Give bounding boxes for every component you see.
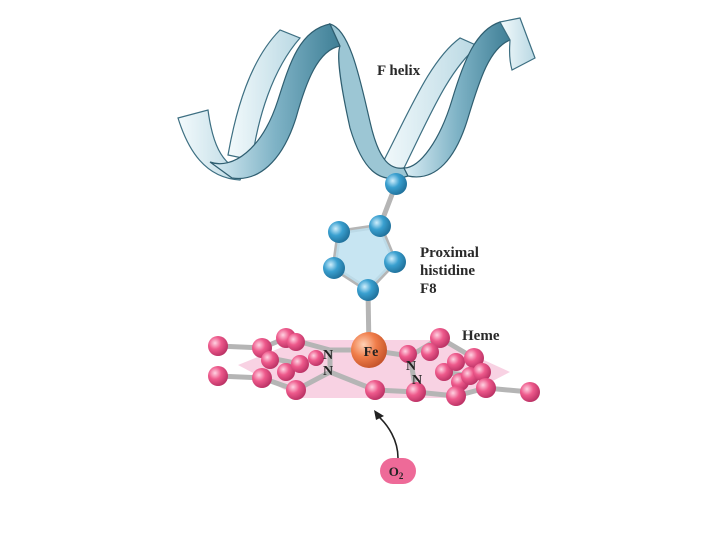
o2-molecule: O2: [380, 458, 416, 484]
nitrogen-label-3: N: [406, 359, 416, 374]
nitrogen-label-2: N: [323, 364, 333, 379]
histidine-ring: [334, 226, 395, 290]
histidine-label-line2: histidine: [420, 263, 476, 279]
proximal-histidine-label: Proximal histidine F8: [420, 244, 479, 298]
helix-right-tail: [499, 17, 536, 71]
iron-label: Fe: [364, 345, 379, 360]
iron-atom: Fe: [351, 332, 387, 368]
heme-label: Heme: [462, 328, 500, 344]
o2-label: O2: [389, 464, 404, 481]
o2-arrow: [377, 415, 399, 459]
nitrogen-label-1: N: [323, 348, 333, 363]
o2-arrowhead: [374, 410, 384, 420]
helix-back-strand: [227, 29, 302, 161]
f-helix-label: F helix: [377, 63, 421, 79]
heme-group: [208, 328, 540, 406]
o2-symbol: O: [389, 464, 399, 479]
f-helix-ribbon: [177, 17, 536, 181]
heme-carbon-atoms: [208, 328, 540, 406]
o2-subscript: 2: [399, 471, 404, 481]
histidine-label-line1: Proximal: [420, 245, 479, 261]
histidine-atoms: [323, 173, 407, 301]
nitrogen-labels: N N N N: [323, 348, 422, 388]
histidine-label-line3: F8: [420, 281, 437, 297]
nitrogen-label-4: N: [412, 373, 422, 388]
